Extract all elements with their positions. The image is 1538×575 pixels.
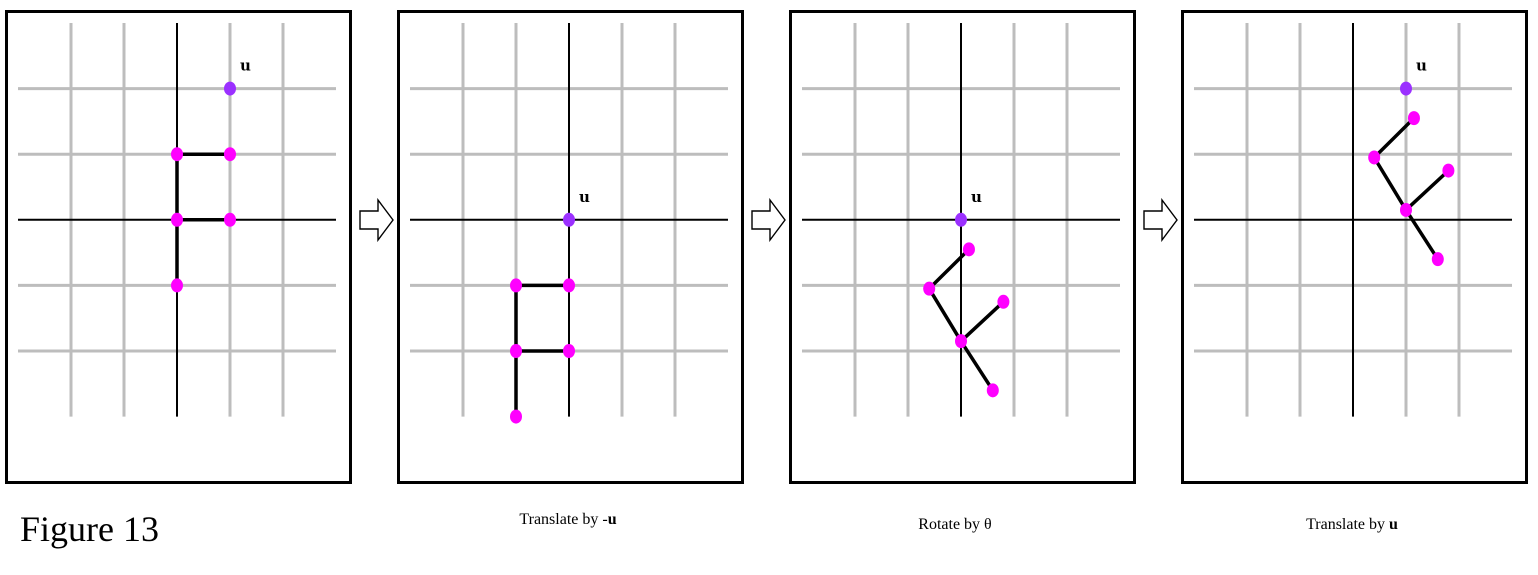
shape-point <box>955 334 967 349</box>
vector-u-point <box>955 212 967 227</box>
shape-edge <box>1372 155 1408 212</box>
shape-point <box>962 242 975 257</box>
shape-point <box>1407 111 1420 126</box>
vector-u-point <box>1400 81 1412 96</box>
caption-rotate: Rotate by θ <box>918 516 992 533</box>
vector-u-label: u <box>1416 57 1427 75</box>
right-arrow-icon <box>751 198 786 242</box>
shape-point <box>563 344 575 358</box>
vector-u-label: u <box>240 57 251 75</box>
vector-u-point <box>224 81 236 96</box>
grid-original: u <box>18 23 336 417</box>
shape-point <box>510 344 522 358</box>
panel-rotate: u <box>789 10 1136 484</box>
shape-point <box>997 294 1010 309</box>
grid-translate-u: u <box>1194 23 1512 417</box>
shape-point <box>1431 252 1444 267</box>
shape-point <box>224 212 236 227</box>
shape-point <box>510 409 522 424</box>
caption-translate-u: Translate by u <box>1306 516 1398 533</box>
vector-u-label: u <box>971 188 982 206</box>
panel-translate-neg-u: u <box>397 10 744 484</box>
shape-point <box>986 383 999 398</box>
panel-translate-u: u <box>1181 10 1528 484</box>
caption-translate-neg-u: Translate by -u <box>519 511 617 528</box>
shape-point <box>1368 150 1381 165</box>
figure-title: Figure 13 <box>20 509 159 549</box>
shape-point <box>1400 202 1412 217</box>
shape-point <box>171 147 183 162</box>
vector-u-label: u <box>579 188 590 206</box>
shape-point <box>224 147 236 162</box>
panel-original: u <box>5 10 352 484</box>
shape-point <box>563 278 575 293</box>
grid-translate-neg-u: u <box>410 23 728 424</box>
vector-u-point <box>563 212 575 227</box>
shape-edge <box>927 286 963 343</box>
grid-rotate: u <box>802 23 1120 417</box>
shape-point <box>171 212 183 227</box>
shape-point <box>510 278 522 293</box>
shape-point <box>923 281 936 296</box>
shape-edge <box>959 300 1006 343</box>
shape-edge <box>959 339 995 393</box>
shape-point <box>1442 163 1455 178</box>
shape-edge <box>927 247 971 291</box>
shape-edge <box>1404 168 1451 212</box>
shape-edge <box>1404 208 1440 261</box>
shape-edge <box>1372 116 1416 160</box>
right-arrow-icon <box>359 198 394 242</box>
shape-point <box>171 278 183 293</box>
right-arrow-icon <box>1143 198 1178 242</box>
